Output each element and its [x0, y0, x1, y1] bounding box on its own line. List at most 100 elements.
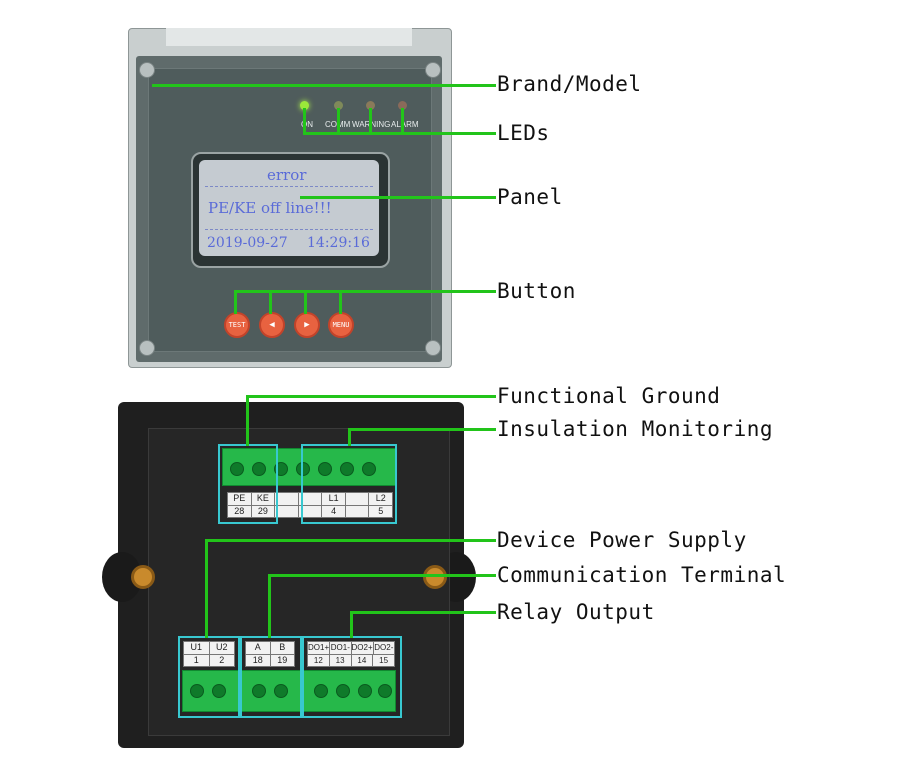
terminal-number: 14 — [352, 654, 374, 666]
leader-button — [234, 290, 237, 314]
lcd-date: 2019-09-27 — [207, 235, 288, 251]
callout-brand-model: Brand/Model — [497, 72, 642, 96]
terminal-number: 28 — [228, 505, 252, 517]
callout-device-power-supply: Device Power Supply — [497, 528, 747, 552]
power-supply-highlight — [178, 636, 240, 718]
leader-brand-model — [152, 84, 496, 87]
leader-communication — [268, 574, 271, 638]
leader-button — [339, 290, 342, 314]
led-comm-indicator — [334, 101, 343, 110]
terminal-number — [299, 505, 323, 517]
leader-power-supply — [205, 539, 496, 542]
terminal-name: KE — [252, 493, 276, 505]
leader-button — [304, 290, 307, 314]
led-label-alarm: ALARM — [391, 120, 419, 129]
led-alarm-indicator — [398, 101, 407, 110]
terminal-name: DO1- — [330, 642, 352, 654]
screw-icon — [139, 62, 155, 78]
leader-button — [269, 290, 272, 314]
terminal-pin — [358, 684, 372, 698]
terminal-name: B — [279, 642, 286, 652]
terminal-pin — [362, 462, 376, 476]
terminal-number — [275, 505, 299, 517]
lcd-screen — [199, 160, 379, 256]
screw-icon — [425, 340, 441, 356]
relay-output-highlight — [302, 636, 402, 718]
leader-led — [369, 108, 372, 134]
led-on-indicator — [300, 101, 309, 110]
terminal-name — [346, 493, 370, 505]
terminal-pin — [190, 684, 204, 698]
terminal-name: PE — [228, 493, 252, 505]
leader-relay — [350, 611, 496, 614]
callout-leds: LEDs — [497, 121, 550, 145]
insulation-monitoring-highlight — [301, 444, 397, 524]
terminal-pin — [318, 462, 332, 476]
lcd-message: PE/KE off line!!! — [208, 199, 332, 217]
screw-icon — [139, 340, 155, 356]
power-terminal-label: U1 U2 1 2 — [183, 641, 235, 667]
callout-insulation-monitoring: Insulation Monitoring — [497, 417, 774, 441]
terminal-number: 19 — [277, 654, 288, 665]
terminal-pin — [336, 684, 350, 698]
terminal-name: DO2- — [374, 643, 394, 652]
leader-led — [401, 108, 404, 134]
terminal-pin — [340, 462, 354, 476]
terminal-pin — [230, 462, 244, 476]
test-button[interactable]: TEST — [224, 312, 250, 338]
callout-panel: Panel — [497, 185, 563, 209]
terminal-pin — [296, 462, 310, 476]
leader-panel — [300, 196, 496, 199]
terminal-pin — [252, 684, 266, 698]
terminal-number: 15 — [379, 655, 389, 665]
front-top-clip — [166, 28, 412, 46]
terminal-name: DO1+ — [308, 642, 331, 654]
lcd-time: 14:29:16 — [307, 235, 370, 251]
threaded-insert-icon — [423, 565, 447, 589]
leader-functional-ground — [246, 395, 249, 446]
leader-led — [303, 108, 306, 134]
led-label-on: ON — [301, 120, 313, 129]
communication-highlight — [240, 636, 302, 718]
terminal-number: 4 — [322, 505, 346, 517]
terminal-pin — [252, 462, 266, 476]
terminal-pin — [378, 684, 392, 698]
left-arrow-button[interactable]: ◀ — [259, 312, 285, 338]
terminal-number: 2 — [219, 654, 225, 665]
threaded-insert-icon — [131, 565, 155, 589]
relay-terminal-label: DO1+ DO1- DO2+ DO2- 12 13 14 15 — [307, 641, 395, 667]
terminal-number: 13 — [330, 654, 352, 666]
lcd-title: error — [267, 166, 307, 184]
menu-button[interactable]: MENU — [328, 312, 354, 338]
terminal-name: U2 — [215, 642, 228, 652]
terminal-number — [346, 505, 370, 517]
terminal-number: 18 — [246, 654, 271, 666]
leader-insulation — [348, 428, 351, 446]
leader-functional-ground — [246, 395, 496, 398]
callout-functional-ground: Functional Ground — [497, 384, 721, 408]
terminal-pin — [314, 684, 328, 698]
leader-leds — [303, 132, 496, 135]
leader-relay — [350, 611, 353, 638]
lcd-divider — [205, 186, 373, 187]
terminal-name: A — [246, 642, 271, 654]
terminal-name: L2 — [375, 493, 386, 503]
leader-communication — [268, 574, 496, 577]
leader-buttons — [234, 290, 496, 293]
terminal-pin — [212, 684, 226, 698]
callout-button: Button — [497, 279, 576, 303]
leader-led — [337, 108, 340, 134]
screw-icon — [425, 62, 441, 78]
leader-insulation — [348, 428, 496, 431]
right-arrow-button[interactable]: ▶ — [294, 312, 320, 338]
terminal-name: DO2+ — [351, 642, 374, 654]
terminal-name: L1 — [322, 493, 346, 505]
terminal-number: 1 — [184, 654, 210, 666]
lcd-divider — [205, 229, 373, 230]
terminal-pin — [274, 684, 288, 698]
comm-terminal-label: A B 18 19 — [245, 641, 295, 667]
terminal-number: 12 — [308, 654, 330, 666]
terminal-name: U1 — [184, 642, 210, 654]
callout-communication-terminal: Communication Terminal — [497, 563, 787, 587]
terminal-name — [299, 493, 323, 505]
